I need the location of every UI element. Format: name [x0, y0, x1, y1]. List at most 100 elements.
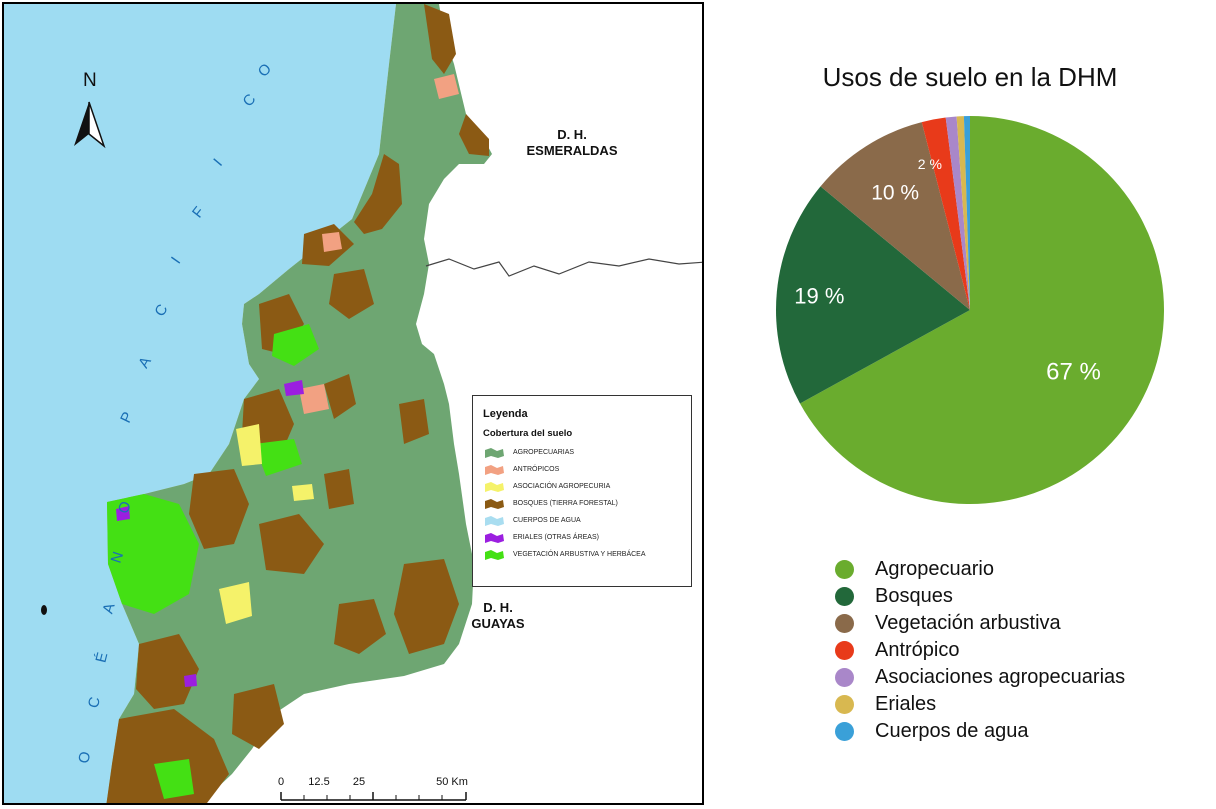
legend-dot-icon	[835, 587, 854, 606]
legend-dot-icon	[835, 695, 854, 714]
forest-patch	[354, 154, 402, 234]
legend-label: CUERPOS DE AGUA	[513, 517, 581, 524]
scale-bar	[280, 792, 467, 801]
legend-swatch-icon	[485, 481, 504, 492]
pie-slice	[945, 116, 970, 311]
forest-patch	[399, 399, 429, 444]
pie-legend-item: Asociaciones agropecuarias	[835, 664, 1125, 691]
forest-patch	[459, 114, 489, 156]
legend-label: VEGETACIÓN ARBUSTIVA Y HERBÁCEA	[513, 551, 646, 558]
pie-data-label: 2 %	[918, 156, 942, 172]
pie-slice	[799, 116, 1164, 504]
pie-legend-label: Eriales	[875, 693, 937, 715]
pie-slice	[921, 117, 970, 310]
pie-data-label: 67 %	[1046, 359, 1101, 386]
forest-patch	[324, 374, 356, 419]
shrub-patch	[254, 439, 302, 476]
scale-labels: 0 12.5 25 50 Km	[274, 776, 494, 790]
north-label: N	[83, 70, 97, 91]
legend-dot-icon	[835, 668, 854, 687]
legend-label: BOSQUES (TIERRA FORESTAL)	[513, 500, 618, 507]
association-patch	[219, 582, 252, 624]
pie-legend-label: Asociaciones agropecuarias	[875, 666, 1126, 688]
pie-legend-item: Cuerpos de agua	[835, 718, 1125, 745]
pie-legend-label: Bosques	[875, 585, 953, 607]
forest-patches	[106, 4, 489, 803]
shrub-patch	[272, 324, 319, 366]
pie-legend-label: Agropecuario	[875, 558, 994, 580]
legend-swatch-icon	[485, 515, 504, 526]
legend-label: ASOCIACIÓN AGROPECURIA	[513, 483, 611, 490]
neighbor-label-esmeraldas: D. H. ESMERALDAS	[512, 127, 632, 159]
association-patch	[236, 424, 262, 466]
north-arrow-icon	[74, 101, 106, 149]
anthropic-patch	[434, 74, 459, 99]
legend-row: VEGETACIÓN ARBUSTIVA Y HERBÁCEA	[483, 546, 681, 563]
legend-swatch-icon	[485, 498, 504, 509]
pie-legend-item: Vegetación arbustiva	[835, 610, 1125, 637]
scale-label: 25	[352, 776, 366, 788]
pie-slice	[956, 116, 970, 310]
legend-row: CUERPOS DE AGUA	[483, 512, 681, 529]
pie-legend-item: Bosques	[835, 583, 1125, 610]
association-patches	[219, 424, 314, 624]
pie-chart: 67 %19 %10 %2 %	[776, 116, 1164, 504]
legend-row: ANTRÓPICOS	[483, 461, 681, 478]
forest-patch	[424, 4, 456, 74]
map-legend: Leyenda Cobertura del suelo AGROPECUARIA…	[472, 395, 692, 587]
legend-dot-icon	[835, 560, 854, 579]
shrub-patch	[107, 494, 199, 614]
legend-swatch-icon	[485, 532, 504, 543]
legend-row: AGROPECUARIAS	[483, 444, 681, 461]
legend-swatch-icon	[485, 447, 504, 458]
forest-patch	[106, 709, 229, 803]
anthropic-patch	[299, 384, 329, 414]
forest-patch	[189, 469, 249, 549]
shrub-patches	[107, 324, 319, 799]
island-icon	[41, 605, 47, 615]
forest-patch	[324, 469, 354, 509]
eriales-patch	[116, 506, 130, 521]
legend-label: AGROPECUARIAS	[513, 449, 575, 456]
scale-label: 50 Km	[436, 776, 468, 788]
eriales-patch	[184, 674, 197, 687]
pie-slice	[963, 116, 970, 310]
legend-swatch-icon	[485, 549, 504, 560]
legend-label: ERIALES (OTRAS ÁREAS)	[513, 534, 599, 541]
neighbor-label-line: D. H.	[483, 600, 513, 615]
scale-label: 0	[277, 776, 285, 788]
forest-patch	[394, 559, 459, 654]
legend-row: ERIALES (OTRAS ÁREAS)	[483, 529, 681, 546]
anthropic-patch	[322, 232, 342, 252]
pie-legend-item: Eriales	[835, 691, 1125, 718]
pie-legend-label: Cuerpos de agua	[875, 720, 1029, 742]
pie-legend-item: Antrópico	[835, 637, 1125, 664]
scale-label: 12.5	[308, 776, 330, 788]
neighbor-label-guayas: D. H. GUAYAS	[458, 600, 538, 632]
neighbor-label-line: ESMERALDAS	[526, 143, 618, 158]
legend-title: Leyenda	[483, 408, 528, 420]
map-canvas	[4, 4, 702, 803]
ocean-area	[4, 4, 396, 803]
legend-rows: AGROPECUARIAS ANTRÓPICOS ASOCIACIÓN AGROPE…	[483, 444, 681, 563]
legend-row: BOSQUES (TIERRA FORESTAL)	[483, 495, 681, 512]
shrub-patch	[154, 759, 194, 799]
legend-row: ASOCIACIÓN AGROPECURIA	[483, 478, 681, 495]
forest-patch	[334, 599, 386, 654]
district-border-line	[425, 258, 702, 277]
eriales-patch	[284, 380, 304, 396]
legend-swatch-icon	[485, 464, 504, 475]
legend-label: ANTRÓPICOS	[513, 466, 560, 473]
anthropic-patches	[299, 74, 459, 414]
pie-data-label: 10 %	[871, 181, 919, 204]
chart-title: Usos de suelo en la DHM	[822, 62, 1118, 92]
forest-patch	[232, 684, 284, 749]
pie-legend-label: Antrópico	[875, 639, 960, 661]
legend-dot-icon	[835, 641, 854, 660]
forest-patch	[329, 269, 374, 319]
neighbor-label-line: GUAYAS	[471, 616, 525, 631]
association-patch	[292, 484, 314, 501]
pie-legend-label: Vegetación arbustiva	[875, 612, 1061, 634]
pie-slice	[820, 122, 970, 310]
